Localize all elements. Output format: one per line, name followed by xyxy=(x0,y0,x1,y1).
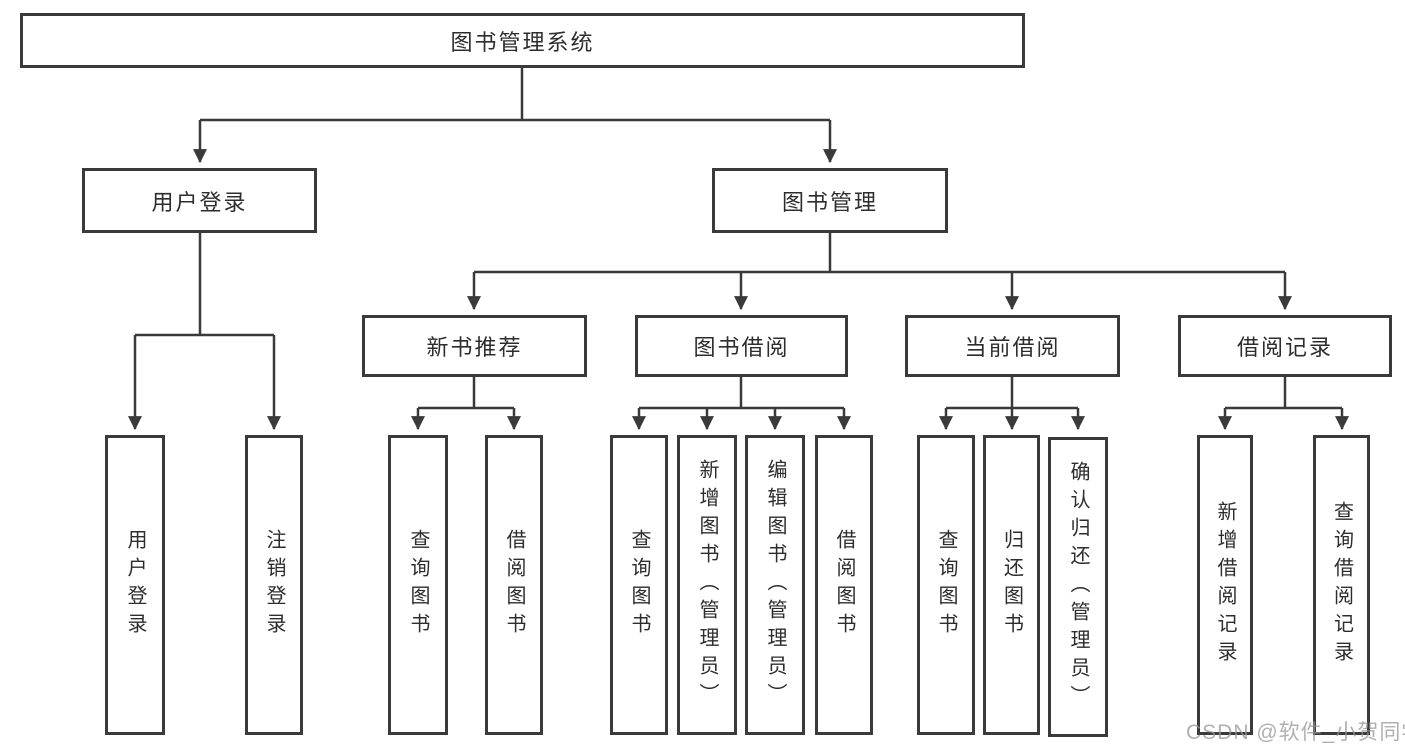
leaf-edit-books-admin-label: 编辑图书（管理员） xyxy=(764,459,786,711)
node-user-login: 用户登录 xyxy=(82,168,317,233)
leaf-query-books-2: 查询图书 xyxy=(610,435,668,735)
leaf-edit-books-admin: 编辑图书（管理员） xyxy=(745,435,805,735)
node-book-borrow: 图书借阅 xyxy=(635,315,848,377)
leaf-user-login: 用户登录 xyxy=(105,435,165,735)
leaf-borrow-books-2-label: 借阅图书 xyxy=(833,529,855,641)
leaf-add-books-admin: 新增图书（管理员） xyxy=(677,435,737,735)
leaf-return-books-label: 归还图书 xyxy=(1000,529,1023,641)
leaf-add-borrow-record-label: 新增借阅记录 xyxy=(1214,501,1236,669)
node-user-login-label: 用户登录 xyxy=(151,189,248,215)
leaf-query-books-1: 查询图书 xyxy=(388,435,448,735)
leaf-confirm-return-admin-label: 确认归还（管理员） xyxy=(1067,461,1089,713)
leaf-borrow-books-1: 借阅图书 xyxy=(485,435,543,735)
node-book-borrow-label: 图书借阅 xyxy=(693,335,790,360)
leaf-confirm-return-admin: 确认归还（管理员） xyxy=(1048,437,1108,737)
node-new-book-recommend: 新书推荐 xyxy=(362,315,587,377)
node-current-borrow: 当前借阅 xyxy=(905,315,1120,377)
leaf-query-borrow-record-label: 查询借阅记录 xyxy=(1330,501,1353,669)
csdn-watermark: CSDN @软件_小贺同学 xyxy=(1186,721,1405,744)
node-root-label: 图书管理系统 xyxy=(450,29,595,55)
node-borrow-records: 借阅记录 xyxy=(1178,315,1392,377)
node-book-mgmt-label: 图书管理 xyxy=(781,189,878,215)
leaf-logout-label: 注销登录 xyxy=(263,529,285,641)
leaf-return-books: 归还图书 xyxy=(983,435,1040,735)
leaf-query-borrow-record: 查询借阅记录 xyxy=(1313,435,1370,735)
leaf-query-books-2-label: 查询图书 xyxy=(628,529,650,641)
node-borrow-records-label: 借阅记录 xyxy=(1236,335,1333,360)
leaf-borrow-books-1-label: 借阅图书 xyxy=(503,529,525,641)
leaf-query-books-3: 查询图书 xyxy=(917,435,975,735)
node-new-book-recommend-label: 新书推荐 xyxy=(426,335,523,360)
leaf-borrow-books-2: 借阅图书 xyxy=(815,435,873,735)
leaf-query-books-3-label: 查询图书 xyxy=(935,529,957,641)
leaf-user-login-label: 用户登录 xyxy=(124,529,146,641)
node-current-borrow-label: 当前借阅 xyxy=(964,335,1061,360)
node-root: 图书管理系统 xyxy=(20,13,1025,68)
leaf-logout: 注销登录 xyxy=(245,435,303,735)
leaf-add-borrow-record: 新增借阅记录 xyxy=(1197,435,1253,735)
leaf-query-books-1-label: 查询图书 xyxy=(407,529,429,641)
node-book-mgmt: 图书管理 xyxy=(712,168,948,233)
leaf-add-books-admin-label: 新增图书（管理员） xyxy=(696,459,718,711)
